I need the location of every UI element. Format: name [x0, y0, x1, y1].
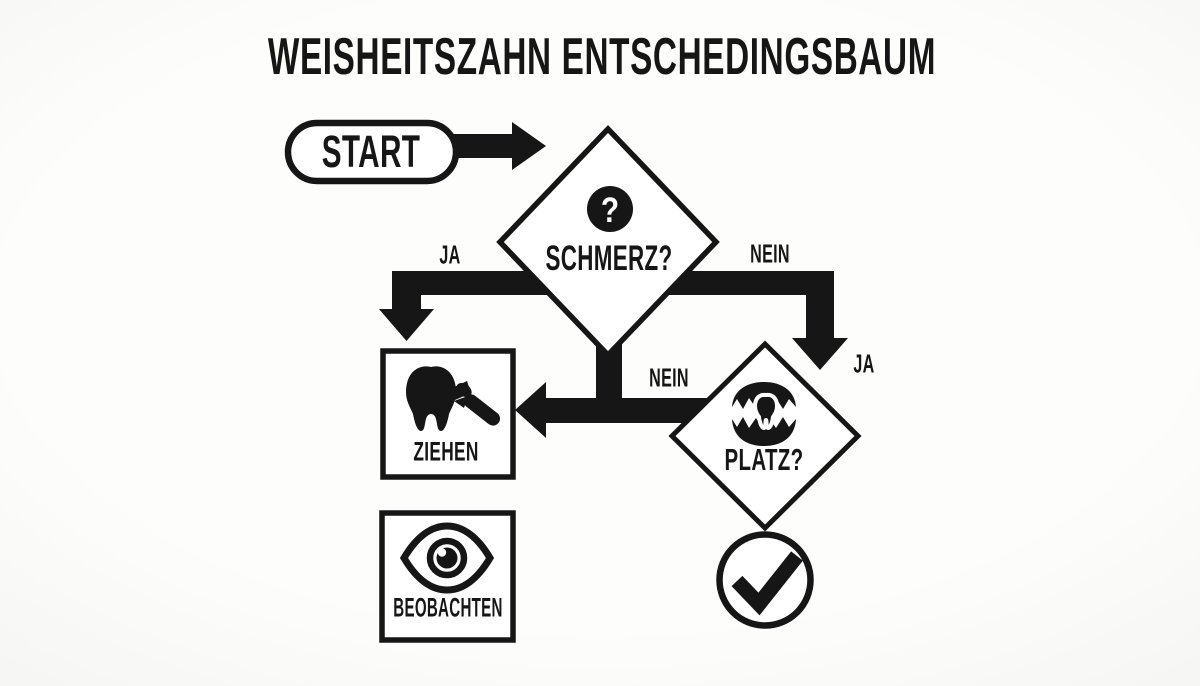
schmerz-label: SCHMERZ? [545, 239, 673, 278]
tooth-extraction-icon [406, 366, 501, 431]
edge-label-schmerz-ja: JA [439, 239, 461, 270]
checkmark-icon [731, 551, 803, 616]
start-label: START [321, 126, 421, 177]
schmerz-decision-diamond [496, 125, 720, 359]
start-node [284, 119, 460, 185]
platz-label: PLATZ? [724, 442, 804, 477]
question-mark-glyph: ? [600, 191, 620, 230]
flowchart-arrows [379, 122, 848, 438]
page-title: WEISHEITSZAHN ENTSCHEDINGSBAUM [267, 28, 937, 86]
edge-label-platz-nein: NEIN [649, 362, 689, 393]
ok-terminal-circle [716, 531, 814, 629]
beobachten-label: BEOBACHTEN [393, 592, 503, 623]
arrow-start-to-schmerz [452, 122, 546, 170]
edge-label-schmerz-nein: NEIN [750, 238, 790, 269]
eye-icon [399, 522, 495, 594]
question-mark-icon [587, 186, 633, 232]
ziehen-label: ZIEHEN [413, 436, 479, 467]
edge-label-platz-ja: JA [853, 348, 875, 379]
jaw-with-tooth-icon [732, 382, 796, 446]
arrow-schmerz-nein [660, 271, 848, 370]
